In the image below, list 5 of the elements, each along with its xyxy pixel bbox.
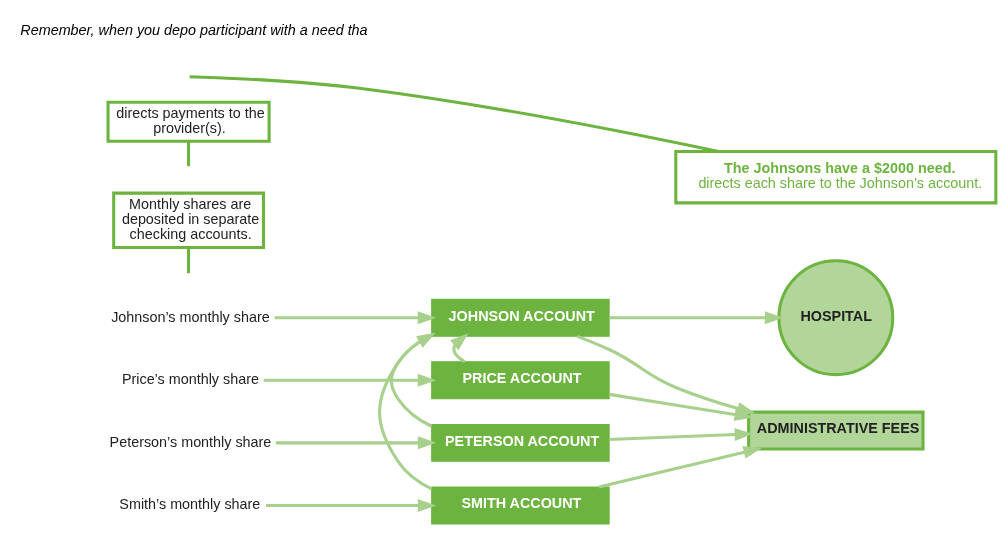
node-text: Johnson’s monthly share [111, 308, 270, 325]
node-text: Smith’s monthly share [119, 496, 261, 513]
node-text: Peterson’s monthly share [109, 433, 272, 450]
label: Remember, when you depo participant with a need tha [20, 22, 368, 39]
node-text: Price’s monthly share [121, 371, 259, 388]
